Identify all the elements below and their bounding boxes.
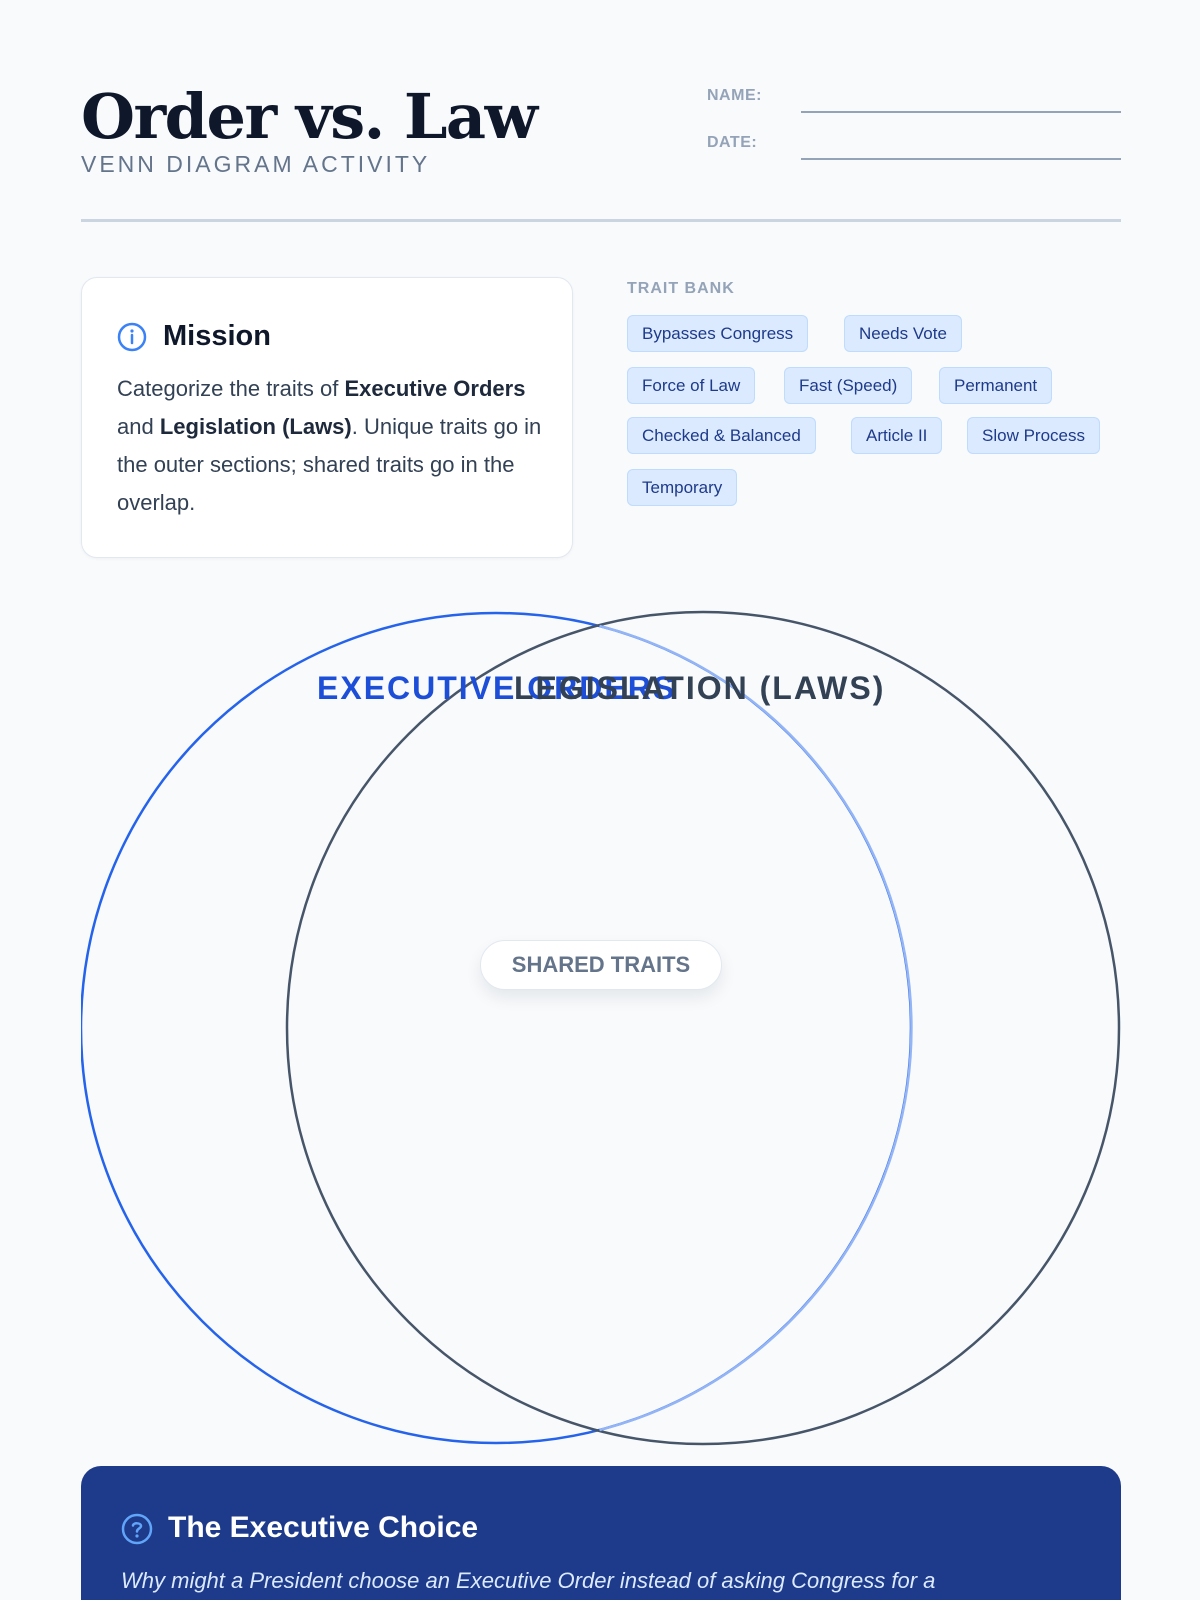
date-label: DATE: [707, 134, 758, 151]
reflection-card: The Executive Choice Why might a Preside… [81, 1466, 1121, 1600]
mission-title: Mission [163, 320, 271, 352]
reflection-prompt: Why might a President choose an Executiv… [121, 1568, 936, 1593]
date-field[interactable] [801, 158, 1121, 160]
info-icon [117, 322, 147, 352]
name-label: NAME: [707, 87, 762, 104]
trait-chip[interactable]: Permanent [939, 367, 1053, 404]
legislation-label: LEGISLATION (LAWS) [514, 670, 886, 706]
mission-card: Mission Categorize the traits of Executi… [81, 277, 573, 558]
trait-chip[interactable]: Temporary [627, 469, 738, 506]
executive-overlap-arc [599, 624, 913, 1432]
venn-circles [81, 610, 1121, 1446]
trait-chip[interactable]: Fast (Speed) [784, 367, 913, 404]
trait-chip[interactable]: Needs Vote [844, 315, 962, 352]
shared-traits-label: SHARED TRAITS [480, 940, 722, 990]
mission-bold-legislation: Legislation (Laws) [159, 414, 352, 439]
trait-bank-label: TRAIT BANK [627, 280, 735, 297]
venn-diagram: EXECUTIVE ORDERS LEGISLATION (LAWS) SHAR… [81, 600, 1121, 1450]
worksheet: Order vs. Law VENN DIAGRAM ACTIVITY NAME… [81, 0, 1121, 1600]
mission-bold-executive: Executive Orders [344, 376, 526, 401]
executive-orders-label: EXECUTIVE ORDERS [317, 670, 677, 706]
trait-chip[interactable]: Article II [851, 417, 943, 454]
question-circle-icon [121, 1513, 153, 1545]
header-divider [81, 219, 1121, 222]
page-subtitle: VENN DIAGRAM ACTIVITY [81, 151, 431, 177]
legislation-circle[interactable] [285, 610, 1121, 1446]
mission-text: Categorize the traits of Executive Order… [117, 376, 542, 515]
name-field[interactable] [801, 111, 1121, 113]
trait-chip[interactable]: Bypasses Congress [627, 315, 809, 352]
executive-orders-circle[interactable] [81, 611, 913, 1445]
page-title: Order vs. Law [81, 80, 538, 153]
trait-chip[interactable]: Checked & Balanced [627, 417, 816, 454]
reflection-title: The Executive Choice [168, 1511, 479, 1544]
trait-chip[interactable]: Slow Process [967, 417, 1100, 454]
trait-chip[interactable]: Force of Law [627, 367, 756, 404]
